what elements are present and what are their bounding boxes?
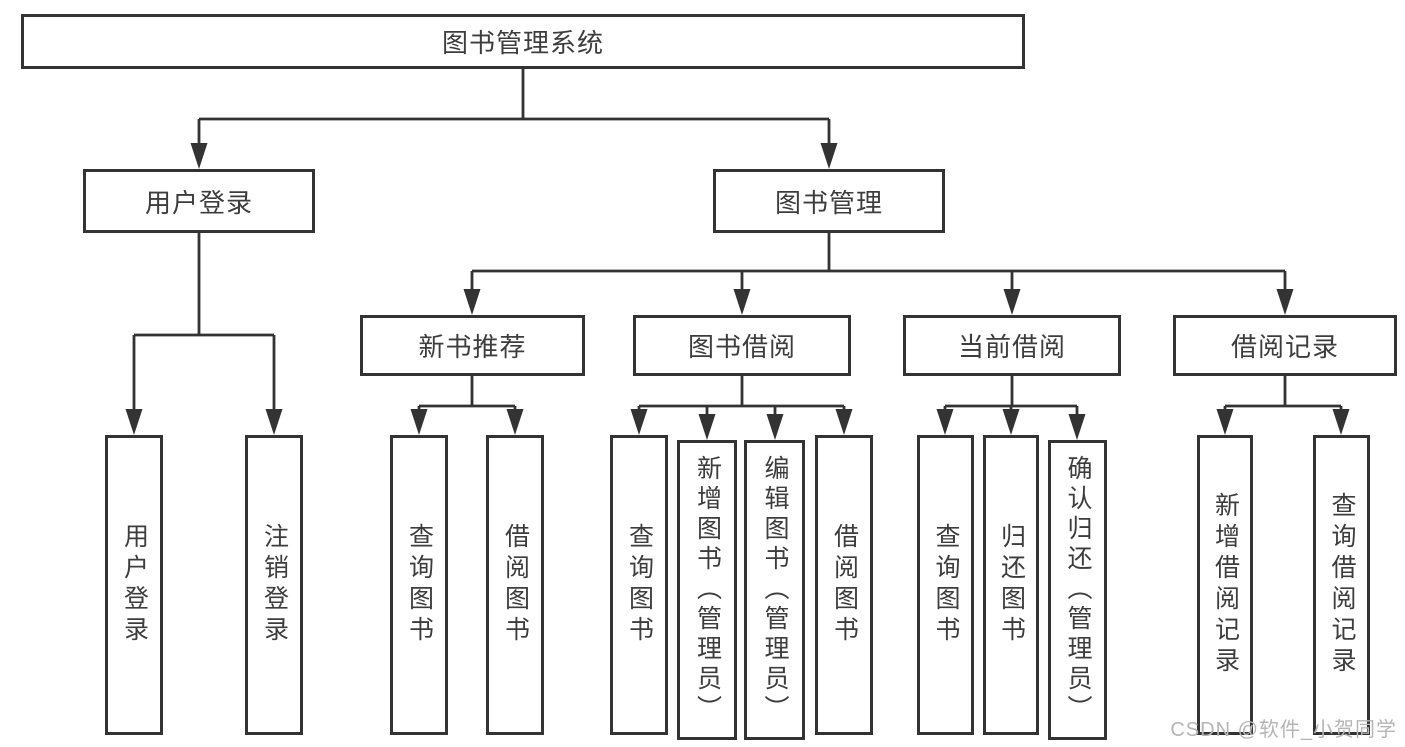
- leaf-return-books: 归还图书: [983, 435, 1039, 735]
- leaf-user-login: 用户登录: [105, 435, 163, 735]
- leaf-query-books-current-label: 查询图书: [932, 523, 960, 647]
- leaf-query-books-borrowing-label: 查询图书: [625, 523, 654, 647]
- leaf-borrow-books-recommend-label: 借阅图书: [501, 523, 530, 647]
- node-book-borrowing-label: 图书借阅: [687, 332, 796, 362]
- node-user-login: 用户登录: [83, 169, 315, 233]
- leaf-user-login-label: 用户登录: [120, 523, 149, 647]
- leaf-query-books-borrowing: 查询图书: [610, 435, 668, 735]
- node-library-system: 图书管理系统: [21, 14, 1025, 69]
- leaf-query-borrow-record-label: 查询借阅记录: [1328, 492, 1356, 678]
- leaf-add-borrow-record: 新增借阅记录: [1197, 435, 1253, 735]
- node-book-management-label: 图书管理: [774, 187, 883, 218]
- leaf-return-books-label: 归还图书: [997, 523, 1026, 647]
- leaf-borrow-books-borrowing-label: 借阅图书: [830, 523, 859, 647]
- leaf-query-books-recommend-label: 查询图书: [405, 523, 434, 647]
- leaf-query-books-recommend: 查询图书: [390, 435, 448, 735]
- node-borrowing-records-label: 借阅记录: [1230, 332, 1339, 362]
- leaf-confirm-return-admin-label: 确认归还（管理员）: [1064, 455, 1092, 725]
- node-user-login-label: 用户登录: [144, 187, 253, 218]
- arrowhead-icons: [125, 143, 1350, 440]
- leaf-confirm-return-admin: 确认归还（管理员）: [1048, 440, 1107, 740]
- node-current-borrowing: 当前借阅: [903, 315, 1121, 376]
- csdn-watermark: CSDN @软件_小贺同学: [1170, 719, 1397, 741]
- leaf-add-books-admin-label: 新增图书（管理员）: [693, 455, 722, 725]
- node-book-borrowing: 图书借阅: [633, 315, 851, 376]
- node-new-book-recommend: 新书推荐: [360, 315, 585, 376]
- leaf-query-books-current: 查询图书: [917, 435, 974, 735]
- node-current-borrowing-label: 当前借阅: [957, 332, 1066, 362]
- leaf-borrow-books-borrowing: 借阅图书: [815, 435, 873, 735]
- node-library-system-label: 图书管理系统: [441, 28, 604, 58]
- leaf-add-borrow-record-label: 新增借阅记录: [1211, 492, 1240, 678]
- node-borrowing-records: 借阅记录: [1173, 315, 1397, 376]
- leaf-add-books-admin: 新增图书（管理员）: [677, 440, 737, 740]
- leaf-logout-label: 注销登录: [260, 523, 289, 647]
- leaf-logout: 注销登录: [245, 435, 303, 735]
- node-book-management: 图书管理: [713, 169, 945, 233]
- leaf-edit-books-admin-label: 编辑图书（管理员）: [761, 455, 789, 725]
- node-new-book-recommend-label: 新书推荐: [418, 332, 527, 362]
- leaf-borrow-books-recommend: 借阅图书: [486, 435, 544, 735]
- leaf-query-borrow-record: 查询借阅记录: [1313, 435, 1370, 735]
- leaf-edit-books-admin: 编辑图书（管理员）: [744, 440, 805, 740]
